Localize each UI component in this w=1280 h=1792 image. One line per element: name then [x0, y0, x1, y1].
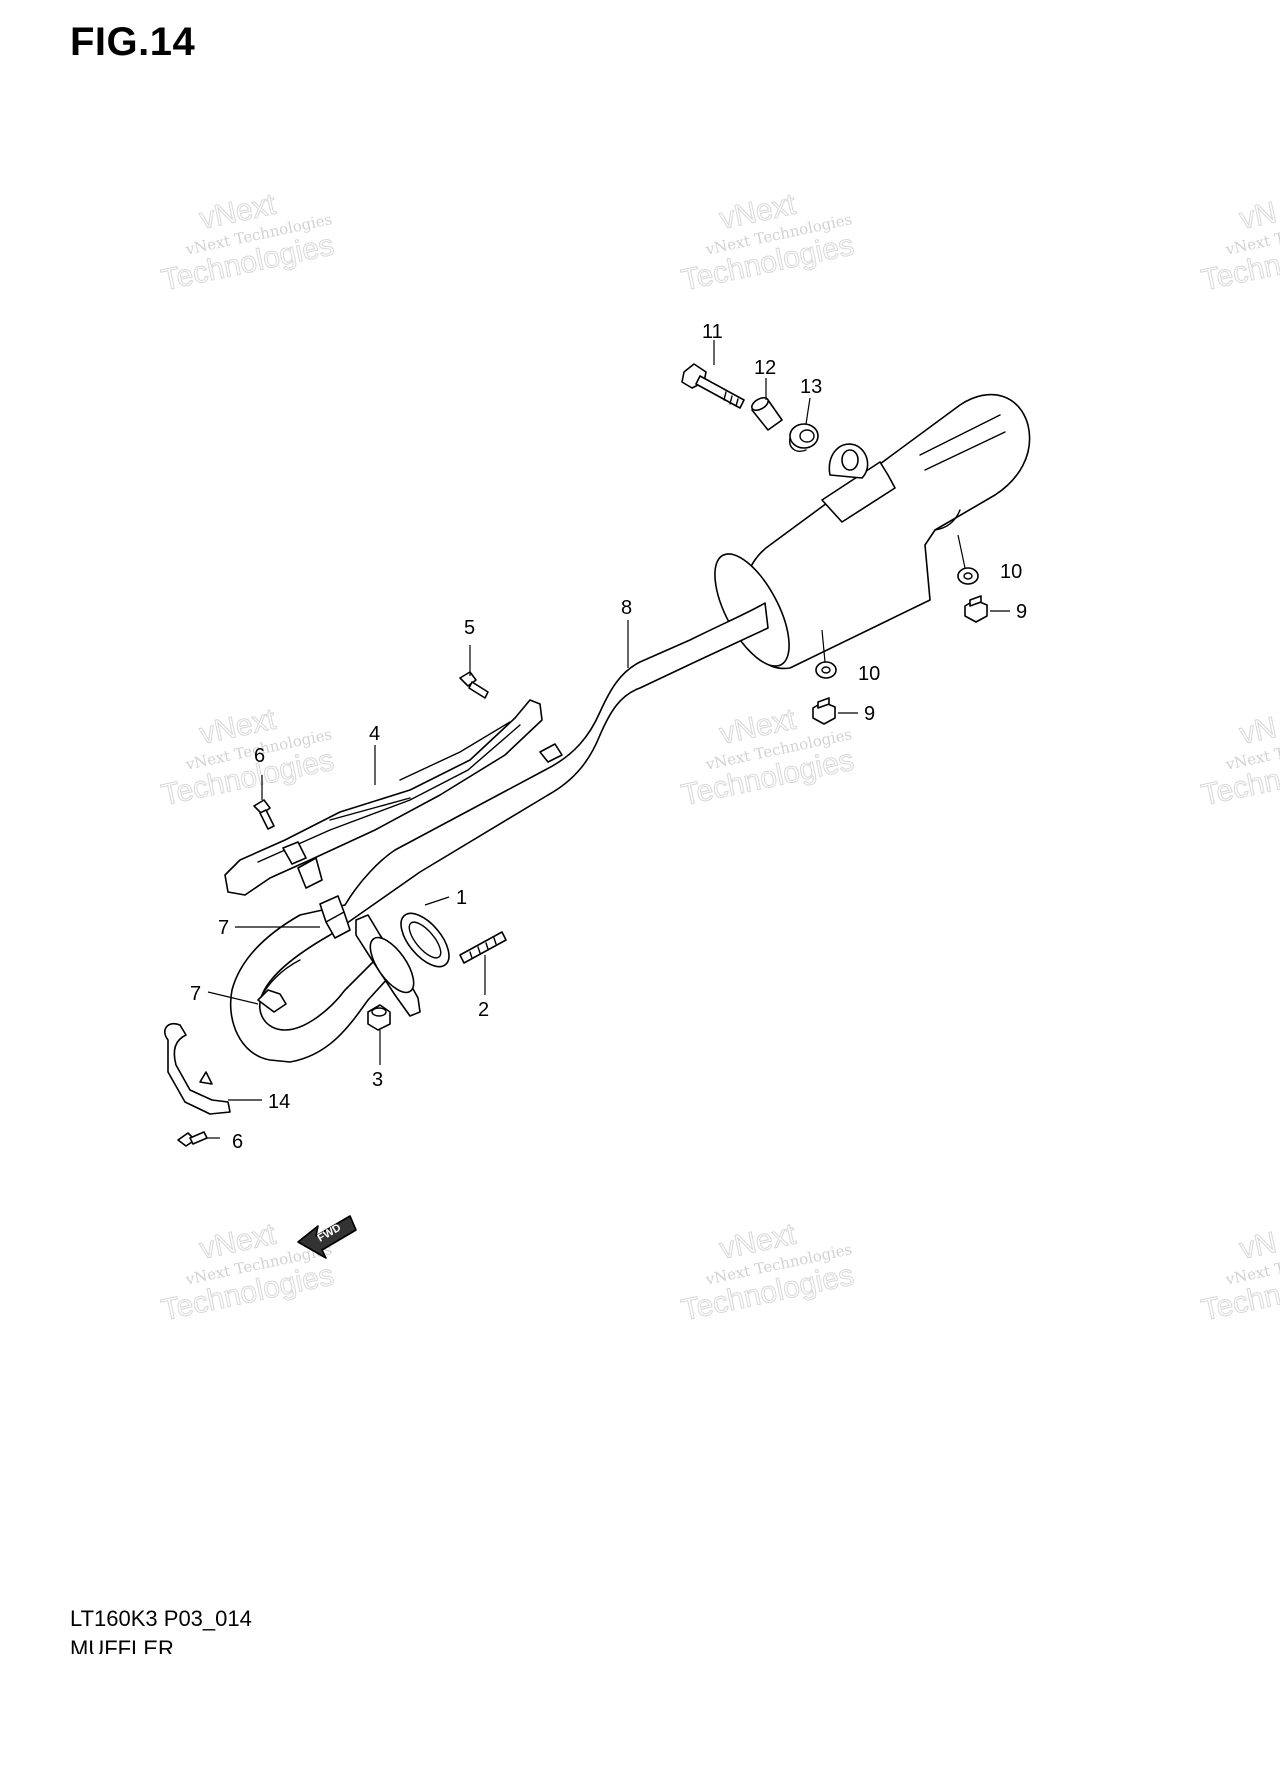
- gasket: [400, 912, 450, 968]
- drain-bolt-lower: [812, 697, 836, 725]
- callout-7-upper: 7: [218, 917, 229, 939]
- model-code: LT160K3 P03_014: [70, 1606, 252, 1631]
- callout-10-lower: 10: [858, 663, 880, 685]
- watermark: vNext vNext Technologies Technologies: [158, 1217, 337, 1328]
- callout-labels: 1 2 3 4 5 6 6 7 7 8 9 9 10 10 11 12 13 1…: [190, 321, 1027, 1153]
- callout-8: 8: [621, 597, 632, 619]
- washer-upper: [957, 567, 979, 585]
- watermark-text: Techn: [1199, 248, 1280, 297]
- washer-lower: [815, 661, 837, 679]
- callout-10-upper: 10: [1000, 561, 1022, 583]
- callout-6-lower: 6: [232, 1131, 243, 1153]
- watermark: vN vNext Te Techn: [1198, 711, 1280, 813]
- nut: [367, 1004, 391, 1031]
- callout-9-lower: 9: [864, 703, 875, 725]
- leader-line: [821, 629, 826, 663]
- bracket: [164, 1022, 231, 1115]
- watermark: vNext vNext Technologies Technologies: [678, 187, 857, 298]
- grommet: [789, 423, 819, 452]
- callout-11: 11: [702, 321, 723, 343]
- drain-bolt-upper: [964, 595, 988, 623]
- bolt-6-upper: [253, 799, 275, 830]
- callout-7-lower: 7: [190, 983, 201, 1005]
- watermark: vNext vNext Technologies Technologies: [158, 702, 337, 813]
- callout-6-upper: 6: [254, 745, 265, 767]
- watermark-text: Techn: [1199, 1278, 1280, 1327]
- callout-9-upper: 9: [1016, 601, 1027, 623]
- collar: [751, 396, 783, 431]
- clamp-upper: [319, 895, 351, 939]
- bolt-5: [459, 671, 489, 699]
- leader-line: [957, 534, 966, 569]
- watermark-text: vN: [1237, 711, 1280, 751]
- watermark-text: Techn: [1199, 763, 1280, 812]
- callout-12: 12: [754, 357, 776, 379]
- diagram-name: MUFFLER: [70, 1636, 174, 1654]
- bolt-6-lower: [177, 1131, 208, 1147]
- watermark: vNext vNext Technologies Technologies: [678, 1217, 857, 1328]
- leader-line: [805, 397, 811, 425]
- callout-5: 5: [464, 617, 475, 639]
- watermark-text: vN: [1237, 196, 1280, 236]
- stud-bolt: [459, 931, 507, 964]
- leader-lines: [207, 340, 1010, 1139]
- callout-2: 2: [478, 999, 489, 1021]
- watermark: vNext vNext Technologies Technologies: [158, 187, 337, 298]
- callout-1: 1: [456, 887, 467, 909]
- exhaust-flange: [355, 914, 421, 1017]
- watermark: vN vNext Te Techn: [1198, 1226, 1280, 1328]
- exhaust-pipe: [229, 602, 769, 1063]
- callout-4: 4: [369, 723, 380, 745]
- heat-shield: [224, 699, 543, 896]
- watermark: vN vNext Te Techn: [1198, 196, 1280, 298]
- watermark-text: vN: [1237, 1226, 1280, 1266]
- bolt-11: [681, 363, 745, 409]
- callout-3: 3: [372, 1069, 383, 1091]
- callout-13: 13: [800, 376, 822, 398]
- clamp-lower: [257, 989, 287, 1013]
- leader-line: [424, 896, 450, 906]
- callout-14: 14: [268, 1091, 290, 1113]
- leader-line: [207, 991, 259, 1005]
- figure-title: FIG.14: [70, 20, 196, 64]
